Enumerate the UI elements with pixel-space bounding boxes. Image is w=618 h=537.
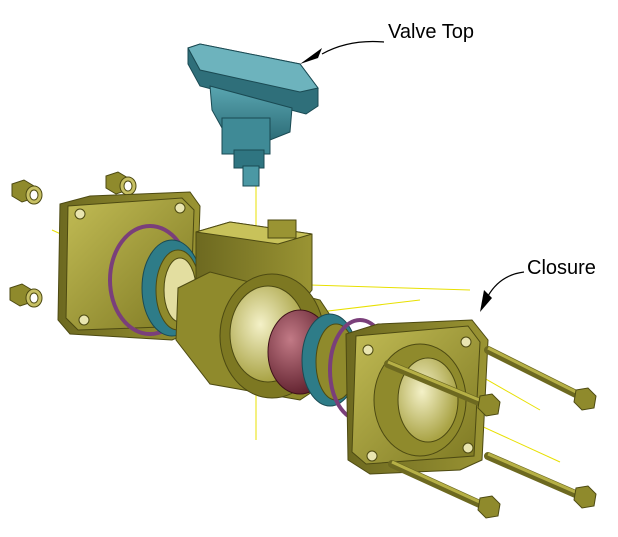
- nut-top-left-b: [105, 171, 137, 196]
- bolt-lower-back: [484, 452, 597, 509]
- nuts: [9, 171, 137, 308]
- nut-bottom-left: [9, 283, 43, 308]
- valve-top-label: Valve Top: [388, 21, 474, 43]
- bolt-upper-front: [384, 360, 501, 417]
- bolt-lower-front: [388, 460, 501, 519]
- bolt-upper-back: [484, 346, 597, 411]
- valve-top-handle: [187, 43, 319, 187]
- bolts: [384, 346, 597, 519]
- callout-leader-valve-top: [300, 40, 385, 64]
- callout-leader-closure: [480, 271, 525, 312]
- closure-label: Closure: [527, 257, 596, 279]
- nut-top-left-a: [11, 179, 43, 205]
